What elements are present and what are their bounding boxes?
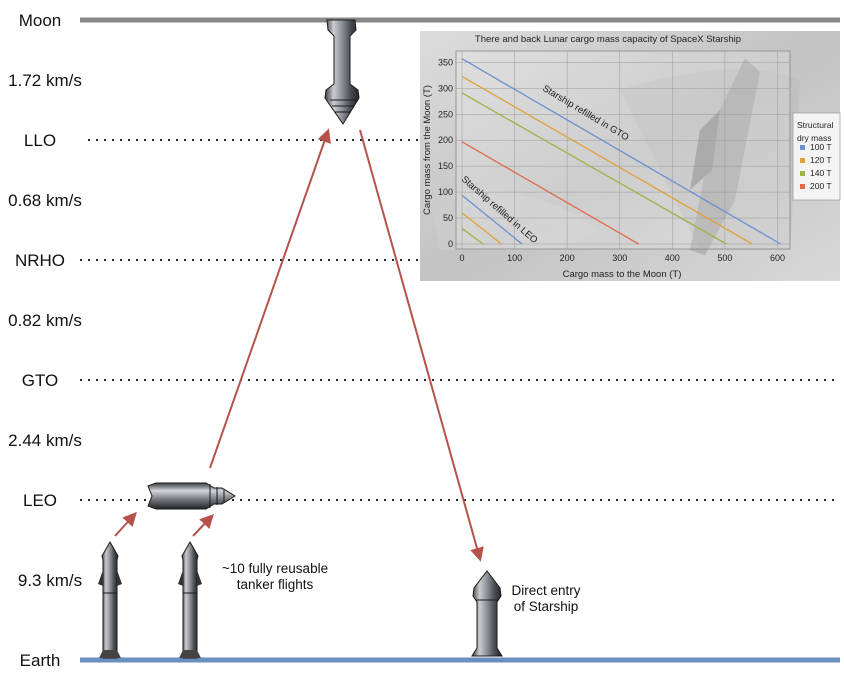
- series-line: [461, 212, 502, 245]
- chart-legend: Structural dry mass 100 T 120 T 140 T 200 T: [792, 112, 841, 201]
- dv-nrho-gto: 0.82 km/s: [8, 311, 82, 330]
- chart-ticks: 0 100 200 300 400 500 600 0 50 100 150 200 250 300 350: [438, 57, 785, 263]
- legend-label: 100 T: [810, 142, 832, 152]
- leo-to-llo-arrow: [209, 128, 331, 469]
- legend-label: 200 T: [810, 181, 832, 191]
- label-nrho: NRHO: [15, 251, 65, 270]
- y-tick-label: 150: [438, 161, 453, 171]
- ascent-arrow-1: [114, 511, 137, 537]
- ascent-arrow-2: [192, 513, 214, 537]
- series-line: [461, 141, 639, 245]
- y-tick-label: 300: [438, 83, 453, 93]
- chart-ylabel: Cargo mass from the Moon (T): [422, 85, 433, 215]
- y-tick-label: 200: [438, 135, 453, 145]
- dv-gto-leo: 2.44 km/s: [8, 431, 82, 450]
- return-to-earth-arrow: [359, 129, 484, 562]
- cargo-capacity-chart: 0 100 200 300 400 500 600 0 50 100 150 200 250 300 350…: [420, 31, 841, 281]
- y-tick-label: 0: [448, 239, 453, 249]
- series-line: [461, 227, 484, 245]
- y-tick-label: 350: [438, 57, 453, 67]
- dv-moon-llo: 1.72 km/s: [8, 71, 82, 90]
- legend-title-1: Structural: [797, 120, 833, 130]
- entry-note-line1: Direct entry: [511, 583, 580, 598]
- label-earth: Earth: [20, 651, 61, 670]
- label-moon: Moon: [19, 11, 62, 30]
- series-line: [461, 58, 781, 245]
- chart-xlabel: Cargo mass to the Moon (T): [563, 269, 682, 280]
- legend-swatch: [800, 145, 805, 150]
- y-tick-label: 100: [438, 187, 453, 197]
- chart-grid: [456, 51, 790, 249]
- series-line: [461, 194, 523, 245]
- legend-label: 120 T: [810, 155, 832, 165]
- label-gto: GTO: [22, 371, 59, 390]
- x-tick-label: 200: [560, 253, 575, 263]
- tanker-note-line2: tanker flights: [237, 577, 314, 592]
- legend-swatch: [800, 171, 805, 176]
- y-tick-label: 50: [443, 213, 453, 223]
- legend-title-2: dry mass: [797, 133, 831, 143]
- starship-leo-icon: [147, 482, 236, 510]
- label-leo: LEO: [23, 491, 57, 510]
- launch-stack-icon-2: [178, 540, 202, 659]
- x-tick-label: 300: [612, 253, 627, 263]
- label-llo: LLO: [24, 131, 56, 150]
- x-tick-label: 400: [665, 253, 680, 263]
- x-tick-label: 600: [770, 253, 785, 263]
- entry-note-line2: of Starship: [514, 599, 579, 614]
- x-tick-label: 0: [459, 253, 464, 263]
- legend-label: 140 T: [810, 168, 832, 178]
- legend-swatch: [800, 184, 805, 189]
- chart-title: There and back Lunar cargo mass capacity…: [475, 34, 741, 45]
- plot-area: [455, 50, 791, 250]
- legend-swatch: [800, 158, 805, 163]
- starship-lunar-icon: [324, 19, 360, 125]
- starship-landed-icon: [471, 570, 503, 657]
- x-tick-label: 500: [717, 253, 732, 263]
- tanker-note-line1: ~10 fully reusable: [222, 561, 328, 576]
- series-line: [461, 92, 727, 245]
- launch-stack-icon-1: [98, 540, 122, 659]
- dv-leo-earth: 9.3 km/s: [18, 571, 82, 590]
- series-line: [461, 75, 753, 245]
- x-tick-label: 100: [507, 253, 522, 263]
- y-tick-label: 250: [438, 109, 453, 119]
- chart-series: [461, 58, 781, 245]
- dv-llo-nrho: 0.68 km/s: [8, 191, 82, 210]
